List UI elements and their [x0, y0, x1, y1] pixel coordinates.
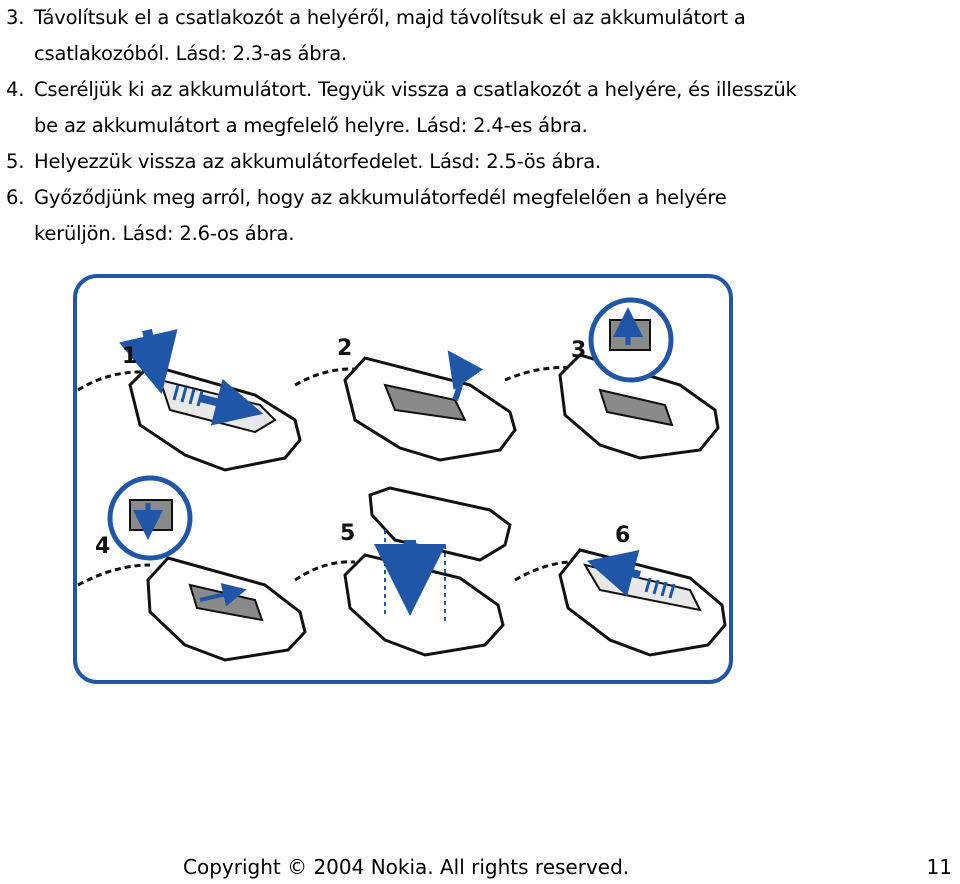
step-4: 4. Cseréljük ki az akkumulátort. Tegyük …: [6, 72, 946, 144]
phone-illustration-6: 6: [514, 523, 727, 657]
step-text: Helyezzük vissza az akkumulátorfedelet. …: [34, 150, 601, 173]
figure-label-3: 3: [571, 338, 586, 363]
step-number: 4.: [6, 78, 25, 101]
figure-label-5: 5: [340, 521, 355, 546]
step-5: 5. Helyezzük vissza az akkumulátorfedele…: [6, 144, 946, 180]
phone-illustration-1: 1: [77, 328, 302, 472]
phone-illustration-2: 2: [294, 336, 517, 462]
step-text: Győződjünk meg arról, hogy az akkumuláto…: [34, 186, 727, 209]
figure-label-4: 4: [95, 534, 110, 559]
step-text-continued: kerüljön. Lásd: 2.6-os ábra.: [34, 222, 295, 245]
step-text-continued: be az akkumulátort a megfelelő helyre. L…: [34, 114, 588, 137]
phone-illustration-5: 5: [294, 486, 512, 657]
phone-illustration-3: 3: [504, 297, 720, 460]
figure-label-1: 1: [122, 344, 137, 369]
figure-label-6: 6: [615, 523, 630, 548]
step-text: Cseréljük ki az akkumulátort. Tegyük vis…: [34, 78, 797, 101]
step-6: 6. Győződjünk meg arról, hogy az akkumul…: [6, 180, 946, 252]
figure-label-2: 2: [337, 336, 352, 361]
step-3: 3. Távolítsuk el a csatlakozót a helyérő…: [6, 0, 946, 72]
vent-stripes: [644, 577, 676, 599]
instruction-steps: 3. Távolítsuk el a csatlakozót a helyérő…: [6, 0, 946, 252]
step-number: 3.: [6, 6, 25, 29]
step-text-continued: csatlakozóból. Lásd: 2.3-as ábra.: [34, 42, 348, 65]
phone-illustration-4: 4: [77, 475, 307, 662]
step-text: Távolítsuk el a csatlakozót a helyéről, …: [34, 6, 746, 29]
step-number: 6.: [6, 186, 25, 209]
page-number: 11: [926, 855, 952, 879]
copyright-notice: Copyright © 2004 Nokia. All rights reser…: [183, 855, 630, 879]
step-number: 5.: [6, 150, 25, 173]
